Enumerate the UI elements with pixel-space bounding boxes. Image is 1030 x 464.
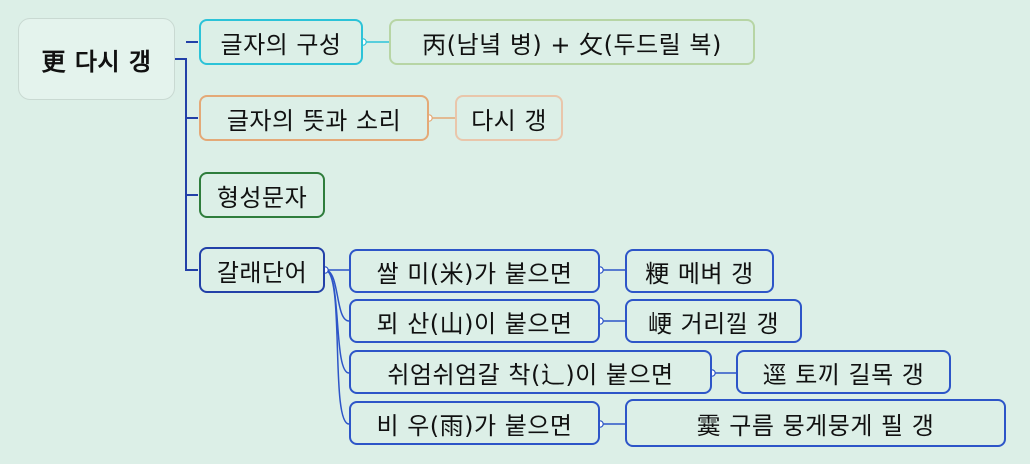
derived-result-1[interactable]: 粳 메벼 갱 — [625, 249, 774, 293]
meaning-detail-label: 다시 갱 — [471, 106, 547, 135]
branch-composition-label: 글자의 구성 — [220, 30, 342, 59]
composition-detail-label: 丙(남녘 병) + 攵(두드릴 복) — [422, 30, 722, 59]
derived-condition-label: 쉬엄쉬엄갈 착(辶)이 붙으면 — [387, 360, 674, 389]
derived-result-label: 逕 토끼 길목 갱 — [762, 360, 925, 389]
branch-meaning-label: 글자의 뜻과 소리 — [226, 106, 402, 135]
derived-condition-label: 비 우(雨)가 붙으면 — [376, 411, 573, 440]
branch-type[interactable]: 형성문자 — [199, 172, 325, 218]
derived-condition-4[interactable]: 비 우(雨)가 붙으면 — [349, 401, 600, 445]
branch-meaning[interactable]: 글자의 뜻과 소리 — [199, 95, 429, 141]
root-label: 更 다시 갱 — [41, 47, 152, 76]
branch-composition[interactable]: 글자의 구성 — [199, 19, 363, 65]
derived-condition-label: 뫼 산(山)이 붙으면 — [376, 309, 573, 338]
branch-derived-label: 갈래단어 — [216, 258, 308, 287]
branch-type-label: 형성문자 — [216, 183, 308, 212]
composition-detail[interactable]: 丙(남녘 병) + 攵(두드릴 복) — [389, 19, 755, 65]
derived-condition-3[interactable]: 쉬엄쉬엄갈 착(辶)이 붙으면 — [349, 350, 712, 394]
branch-derived[interactable]: 갈래단어 — [199, 247, 325, 293]
derived-result-label: 粳 메벼 갱 — [645, 259, 754, 288]
derived-condition-2[interactable]: 뫼 산(山)이 붙으면 — [349, 299, 600, 343]
derived-result-label: 峺 거리낄 갱 — [647, 309, 780, 338]
derived-condition-1[interactable]: 쌀 미(米)가 붙으면 — [349, 249, 600, 293]
derived-condition-label: 쌀 미(米)가 붙으면 — [376, 259, 573, 288]
derived-result-4[interactable]: 霙 구름 뭉게뭉게 필 갱 — [625, 399, 1006, 447]
root-node[interactable]: 更 다시 갱 — [18, 18, 175, 100]
derived-result-label: 霙 구름 뭉게뭉게 필 갱 — [696, 411, 935, 440]
derived-result-2[interactable]: 峺 거리낄 갱 — [625, 299, 802, 343]
derived-result-3[interactable]: 逕 토끼 길목 갱 — [736, 350, 951, 394]
meaning-detail[interactable]: 다시 갱 — [455, 95, 563, 141]
